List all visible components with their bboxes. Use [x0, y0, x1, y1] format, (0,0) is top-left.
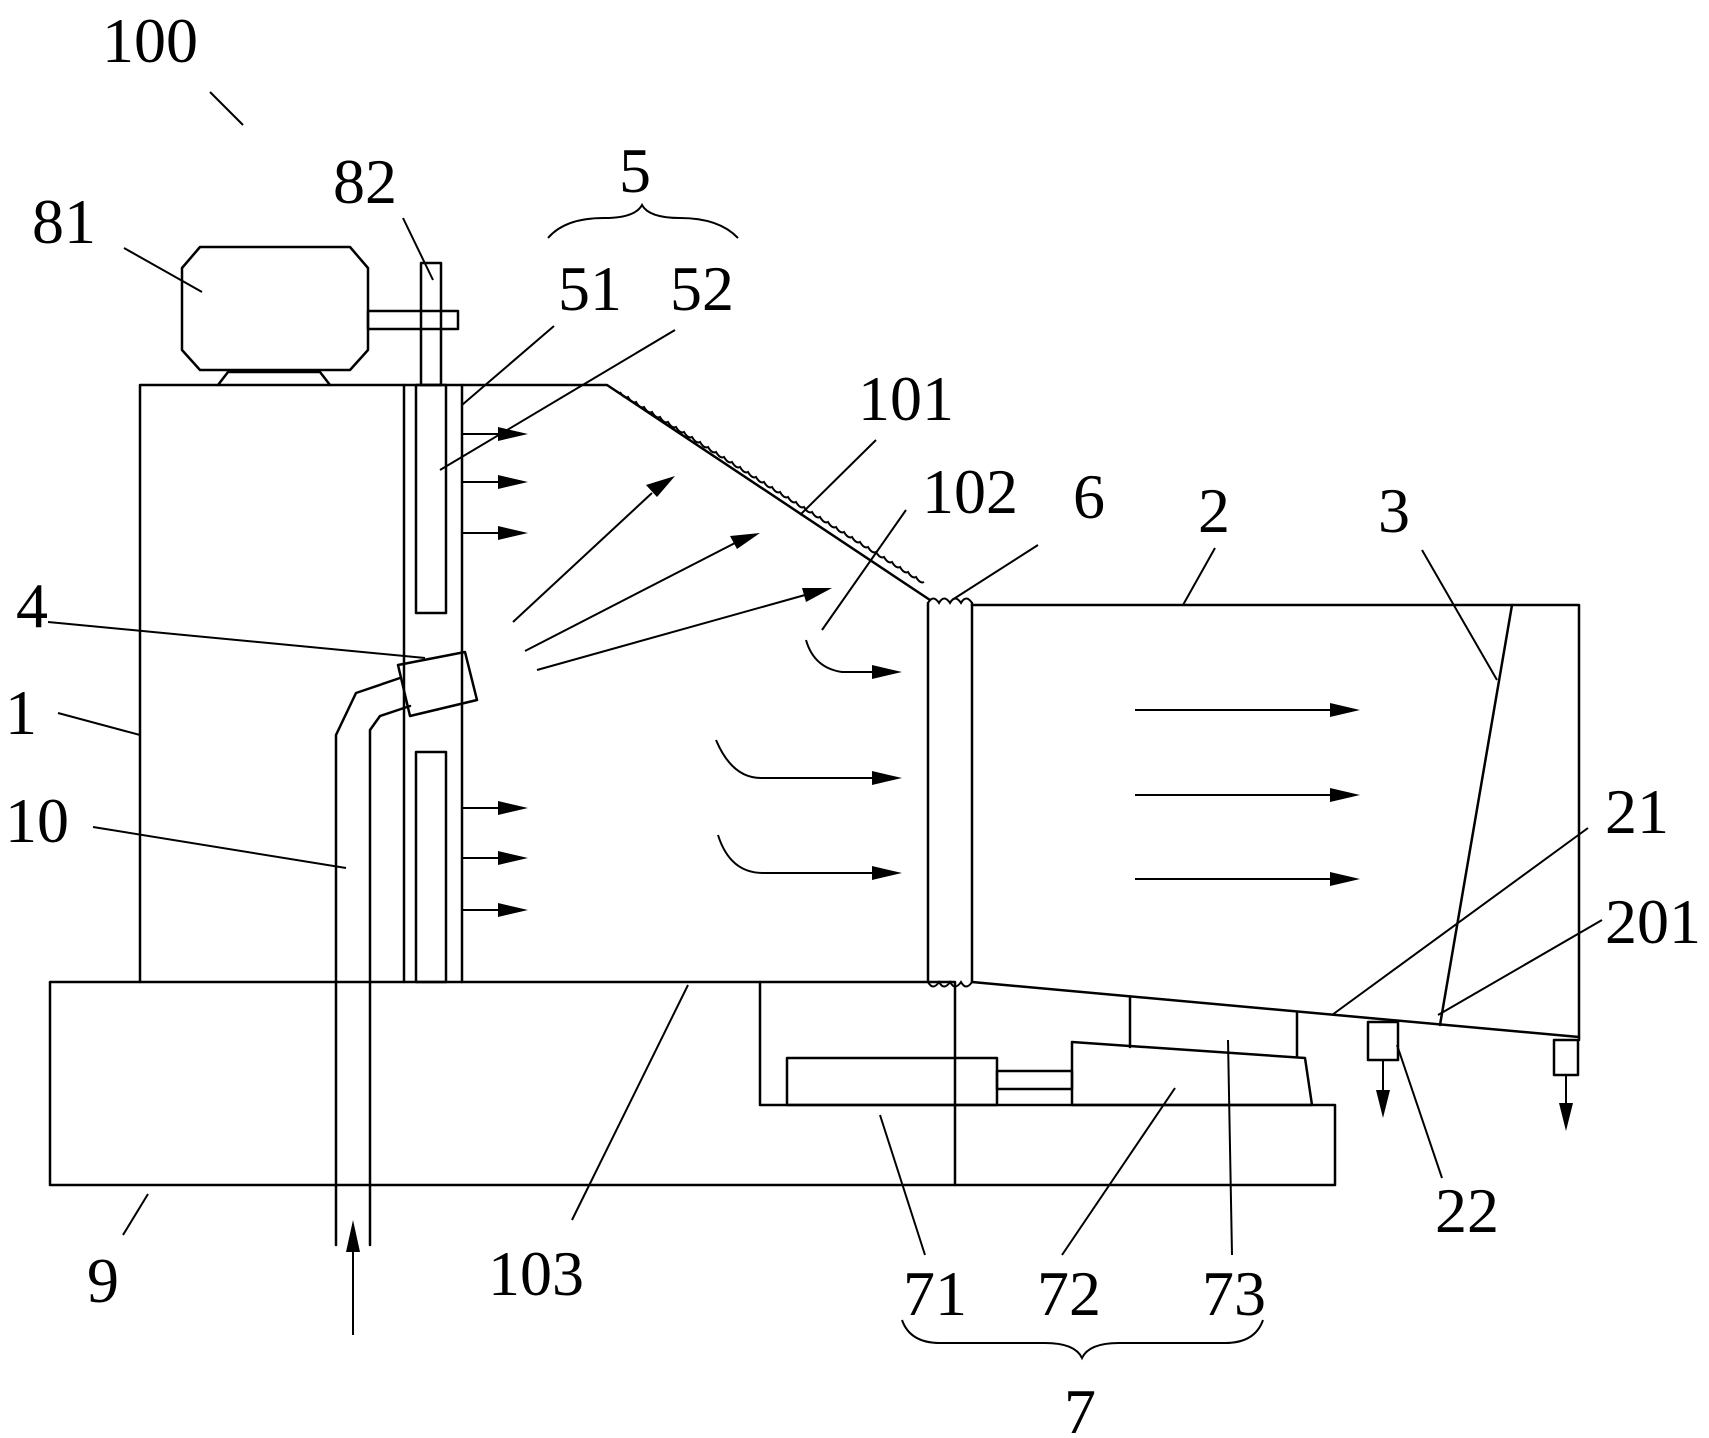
drain-201: [1552, 1038, 1580, 1131]
label-21: 21: [1605, 776, 1669, 847]
reference-labels: 100 81 82 5 51 52 101 102 6 2 3 4 1 10 2…: [5, 5, 1701, 1438]
label-81: 81: [32, 186, 96, 257]
spray-arrows: [512, 476, 832, 671]
label-71: 71: [903, 1258, 967, 1329]
drain-22: [1366, 1020, 1400, 1118]
label-6: 6: [1073, 461, 1105, 532]
label-2: 2: [1198, 475, 1230, 546]
label-72: 72: [1037, 1258, 1101, 1329]
label-7: 7: [1064, 1376, 1096, 1438]
inlet-arrow: [346, 1220, 360, 1335]
nozzle-panel-lower-52: [414, 750, 448, 984]
vertical-channel: [402, 383, 464, 984]
pipe-10: [334, 676, 412, 1247]
seam-101: [619, 391, 925, 584]
nozzle-panel-upper-51: [414, 383, 448, 615]
label-5: 5: [619, 135, 651, 206]
motor-71: [785, 1056, 999, 1107]
coupling: [995, 1069, 1074, 1091]
base-9: [48, 980, 957, 1187]
motor-81: [180, 245, 460, 387]
label-10: 10: [5, 785, 69, 856]
label-52: 52: [670, 253, 734, 324]
label-100: 100: [102, 5, 198, 76]
gearbox-72: [1070, 1040, 1314, 1107]
chamber-arrows: [1135, 703, 1360, 886]
label-1: 1: [5, 677, 37, 748]
panel-arrows: [462, 427, 528, 917]
label-82: 82: [333, 146, 397, 217]
label-4: 4: [16, 570, 48, 641]
drive-unit-7: [758, 980, 1337, 1187]
label-102: 102: [922, 456, 1018, 527]
label-22: 22: [1435, 1175, 1499, 1246]
flow-arrows: [715, 639, 902, 880]
label-3: 3: [1378, 475, 1410, 546]
label-9: 9: [87, 1245, 119, 1316]
label-73: 73: [1202, 1258, 1266, 1329]
pulley-82: [419, 261, 443, 387]
spray-nozzle-4: [396, 650, 479, 718]
label-101: 101: [858, 363, 954, 434]
baffle-3: [1438, 603, 1514, 1027]
label-201: 201: [1605, 886, 1701, 957]
housing-1: [138, 383, 932, 984]
chamber-2: [970, 603, 1581, 1042]
leader-lines: [47, 91, 1603, 1361]
label-51: 51: [558, 253, 622, 324]
label-103: 103: [488, 1238, 584, 1309]
filter-6: [926, 597, 974, 988]
